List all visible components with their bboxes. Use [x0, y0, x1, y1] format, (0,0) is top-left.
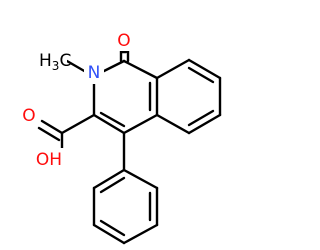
bond-ph-6-inner — [99, 176, 126, 194]
bond-c1-n — [100, 59, 126, 74]
label-bg-acid-o — [18, 107, 38, 127]
bonds — [37, 45, 222, 245]
bond-ph-6 — [92, 168, 126, 190]
bond-c8a-c8 — [155, 58, 191, 80]
methyl-group-label: H3C — [33, 48, 71, 73]
label-bg-carbonyl — [114, 31, 134, 51]
bond-cooh-o — [40, 119, 64, 135]
bond-c5-c4a — [155, 113, 191, 135]
label-bg-methyl — [33, 48, 67, 70]
bond-n-me — [65, 59, 88, 74]
atom-labels: O N H3C O OH — [18, 31, 134, 170]
hydroxyl-label: OH — [36, 150, 62, 170]
bond-c8-c7-inner — [187, 66, 215, 84]
label-bg-nitrogen — [84, 64, 104, 84]
bond-ph-4-inner — [99, 219, 126, 237]
acid-oxygen-label: O — [22, 106, 35, 126]
bond-c3-cooh — [60, 113, 96, 135]
molecule-diagram: O N H3C O OH — [18, 31, 222, 245]
methyl-h: H — [39, 51, 52, 71]
bond-c4-c4a — [122, 113, 159, 135]
methyl-subscript: 3 — [52, 59, 60, 73]
methyl-c: C — [59, 51, 71, 71]
methyl-label-text: H3C — [39, 51, 71, 73]
bond-ph-3 — [122, 223, 159, 245]
bond-ph-1 — [122, 168, 159, 190]
structure-svg: O N H3C O OH — [18, 31, 222, 245]
bond-ph-4 — [92, 223, 126, 245]
carbonyl-oxygen-label: O — [117, 31, 130, 51]
bond-c8-c7 — [187, 58, 222, 80]
bond-c3-c4 — [92, 113, 126, 135]
bond-cooh-o-inner — [37, 126, 61, 142]
bond-c6-c5 — [187, 113, 222, 135]
bond-c1-c8a — [122, 59, 159, 80]
bond-c3-c4-inner — [99, 111, 126, 128]
ring-nitrogen-label: N — [88, 63, 101, 83]
label-bg-hydroxyl — [30, 148, 66, 168]
bond-c6-c5-inner — [187, 109, 215, 127]
